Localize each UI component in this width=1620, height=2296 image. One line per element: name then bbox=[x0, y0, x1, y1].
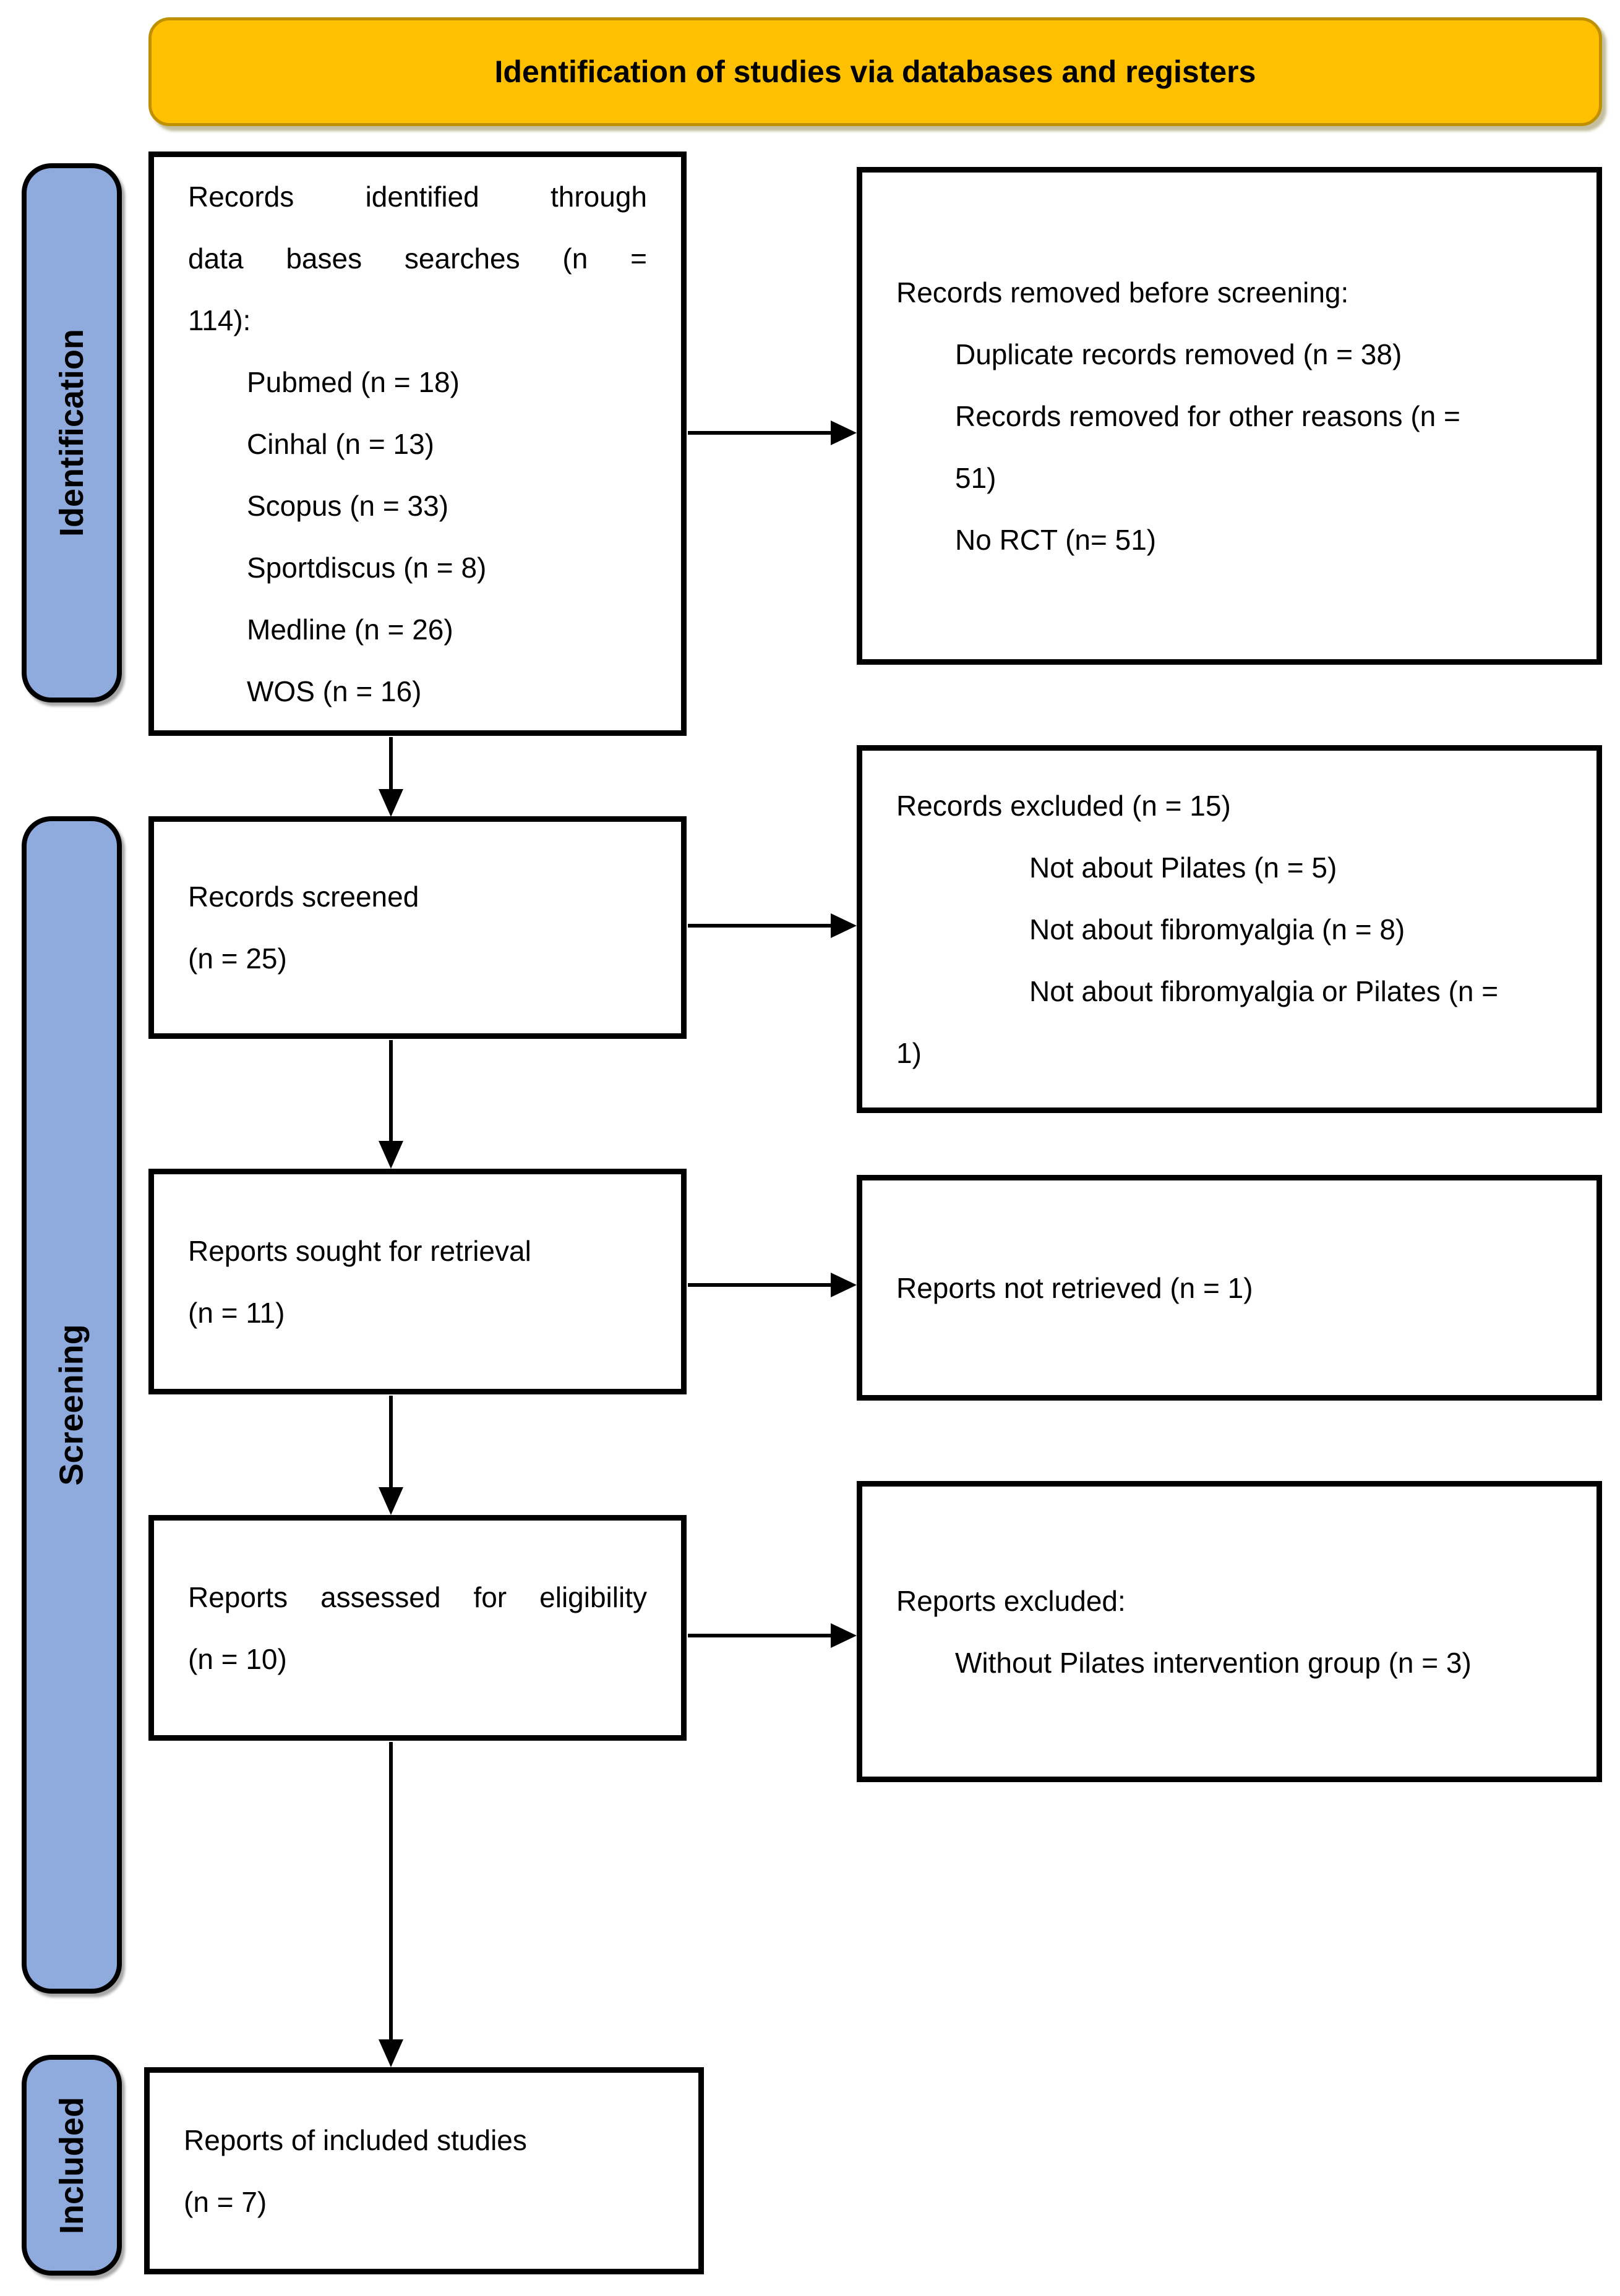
box-text-line: Records identified through bbox=[188, 180, 647, 213]
box-text-line: (n = 7) bbox=[184, 2185, 267, 2218]
box-reports-assessed: Reports assessed for eligibility (n = 10) bbox=[148, 1515, 687, 1741]
box-text-line: Without Pilates intervention group (n = … bbox=[955, 1646, 1472, 1679]
box-text-line: Reports sought for retrieval bbox=[188, 1234, 531, 1267]
arrow-down-assessed-to-included-head-icon bbox=[379, 2039, 403, 2067]
box-text-line: Not about Pilates (n = 5) bbox=[1029, 851, 1337, 884]
box-text-line: Duplicate records removed (n = 38) bbox=[955, 338, 1402, 370]
arrow-down-identified-to-screened-line bbox=[389, 737, 393, 790]
arrow-down-assessed-to-included-line bbox=[389, 1742, 393, 2041]
arrow-right-screened-to-excluded-head-icon bbox=[831, 913, 857, 938]
arrow-right-identified-to-removed-line bbox=[688, 431, 832, 435]
box-records-identified: Records identified through data bases sea… bbox=[148, 152, 687, 736]
box-text-line: Records screened bbox=[188, 881, 419, 913]
box-text-line: 114): bbox=[188, 304, 251, 336]
box-text-line: (n = 10) bbox=[188, 1642, 287, 1675]
box-text-line: Sportdiscus (n = 8) bbox=[247, 551, 487, 584]
box-text-line: Reports of included studies bbox=[184, 2123, 527, 2156]
box-records-excluded: Records excluded (n = 15) Not about Pilat… bbox=[857, 745, 1602, 1113]
arrow-down-sought-to-assessed-head-icon bbox=[379, 1487, 403, 1515]
flow-banner-title: Identification of studies via databases … bbox=[494, 54, 1256, 89]
box-text-line: Scopus (n = 33) bbox=[247, 489, 449, 522]
arrow-right-assessed-to-excluded-line bbox=[688, 1634, 832, 1637]
arrow-down-screened-to-sought-head-icon bbox=[379, 1141, 403, 1169]
stage-badge-included-label: Included bbox=[53, 2096, 91, 2234]
box-text-line: Reports excluded: bbox=[896, 1584, 1126, 1617]
stage-badge-included: Included bbox=[22, 2055, 122, 2276]
box-text-line: Records removed before screening: bbox=[896, 276, 1349, 309]
stage-badge-screening: Screening bbox=[22, 816, 122, 1994]
box-text-line: Not about fibromyalgia or Pilates (n = bbox=[1029, 975, 1499, 1007]
arrow-right-sought-to-notretrieved-line bbox=[688, 1283, 832, 1287]
box-text-line: WOS (n = 16) bbox=[247, 675, 422, 707]
box-text-line: 1) bbox=[896, 1036, 922, 1069]
box-text-line: Medline (n = 26) bbox=[247, 613, 453, 646]
stage-badge-screening-label: Screening bbox=[53, 1324, 90, 1486]
arrow-right-identified-to-removed-head-icon bbox=[831, 420, 857, 445]
box-reports-excluded: Reports excluded: Without Pilates interve… bbox=[857, 1481, 1602, 1782]
box-text-line: Records excluded (n = 15) bbox=[896, 789, 1231, 822]
box-text-line: 51) bbox=[955, 461, 996, 494]
box-text-line: (n = 25) bbox=[188, 942, 287, 975]
box-text-line: Records removed for other reasons (n = bbox=[955, 399, 1460, 432]
flow-banner: Identification of studies via databases … bbox=[148, 17, 1602, 126]
arrow-down-identified-to-screened-head-icon bbox=[379, 789, 403, 817]
box-reports-not-retrieved: Reports not retrieved (n = 1) bbox=[857, 1175, 1602, 1401]
arrow-down-screened-to-sought-line bbox=[389, 1040, 393, 1142]
box-text-line: (n = 11) bbox=[188, 1296, 285, 1329]
arrow-right-assessed-to-excluded-head-icon bbox=[831, 1623, 857, 1648]
box-text-line: Pubmed (n = 18) bbox=[247, 365, 460, 398]
box-reports-included: Reports of included studies (n = 7) bbox=[144, 2067, 704, 2274]
box-text-line: Reports assessed for eligibility bbox=[188, 1581, 647, 1613]
arrow-right-sought-to-notretrieved-head-icon bbox=[831, 1273, 857, 1297]
box-records-screened: Records screened (n = 25) bbox=[148, 816, 687, 1039]
box-text-line: Not about fibromyalgia (n = 8) bbox=[1029, 913, 1405, 945]
stage-badge-identification-label: Identification bbox=[53, 329, 90, 537]
stage-badge-identification: Identification bbox=[22, 163, 122, 702]
box-text-line: data bases searches (n = bbox=[188, 242, 647, 275]
arrow-down-sought-to-assessed-line bbox=[389, 1396, 393, 1488]
box-records-removed-before-screening: Records removed before screening: Duplica… bbox=[857, 167, 1602, 665]
box-text-line: No RCT (n= 51) bbox=[955, 523, 1157, 556]
arrow-right-screened-to-excluded-line bbox=[688, 924, 832, 928]
box-reports-sought: Reports sought for retrieval (n = 11) bbox=[148, 1169, 687, 1394]
box-text-line: Cinhal (n = 13) bbox=[247, 427, 434, 460]
box-text-line: Reports not retrieved (n = 1) bbox=[896, 1271, 1253, 1304]
